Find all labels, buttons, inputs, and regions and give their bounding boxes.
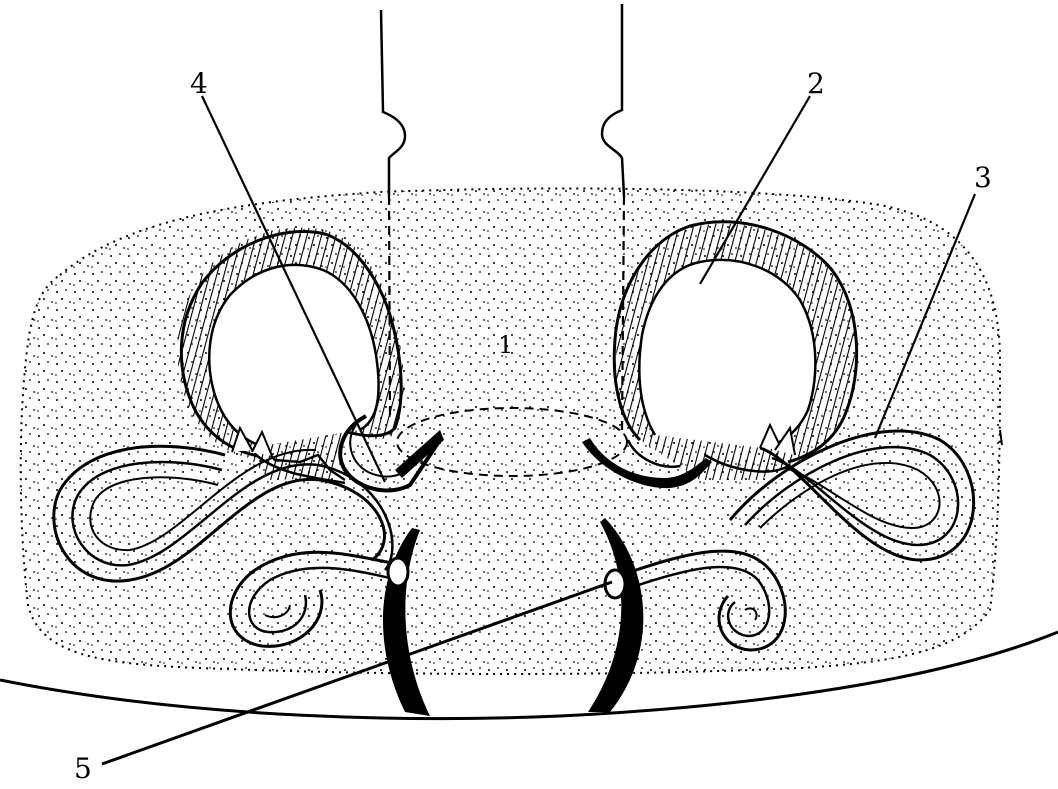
central-cavity-ellipse xyxy=(396,407,628,477)
label-5: 5 xyxy=(74,752,92,785)
label-1: 1 xyxy=(498,331,514,359)
duct-right-wall xyxy=(600,4,626,197)
right-dark-hook xyxy=(582,438,712,489)
label-2: 2 xyxy=(807,67,825,100)
right-hatched-loop xyxy=(612,220,859,481)
body-wall-curve xyxy=(0,630,1058,721)
duct-left-wall xyxy=(379,9,407,196)
leader-3 xyxy=(873,193,977,439)
leader-4 xyxy=(201,95,386,483)
label-4: 4 xyxy=(190,67,208,100)
right-coiled-tube xyxy=(603,429,976,652)
left-hatched-loop xyxy=(177,227,405,485)
right-crescent xyxy=(588,518,644,712)
leader-2 xyxy=(699,95,811,285)
edge-tick xyxy=(999,429,1003,446)
label-3: 3 xyxy=(974,161,992,194)
left-inner-hook xyxy=(338,414,442,493)
region-outline xyxy=(19,187,1002,675)
left-coiled-tube xyxy=(52,444,410,648)
leader-5 xyxy=(101,580,613,766)
left-dark-blade xyxy=(395,430,444,478)
